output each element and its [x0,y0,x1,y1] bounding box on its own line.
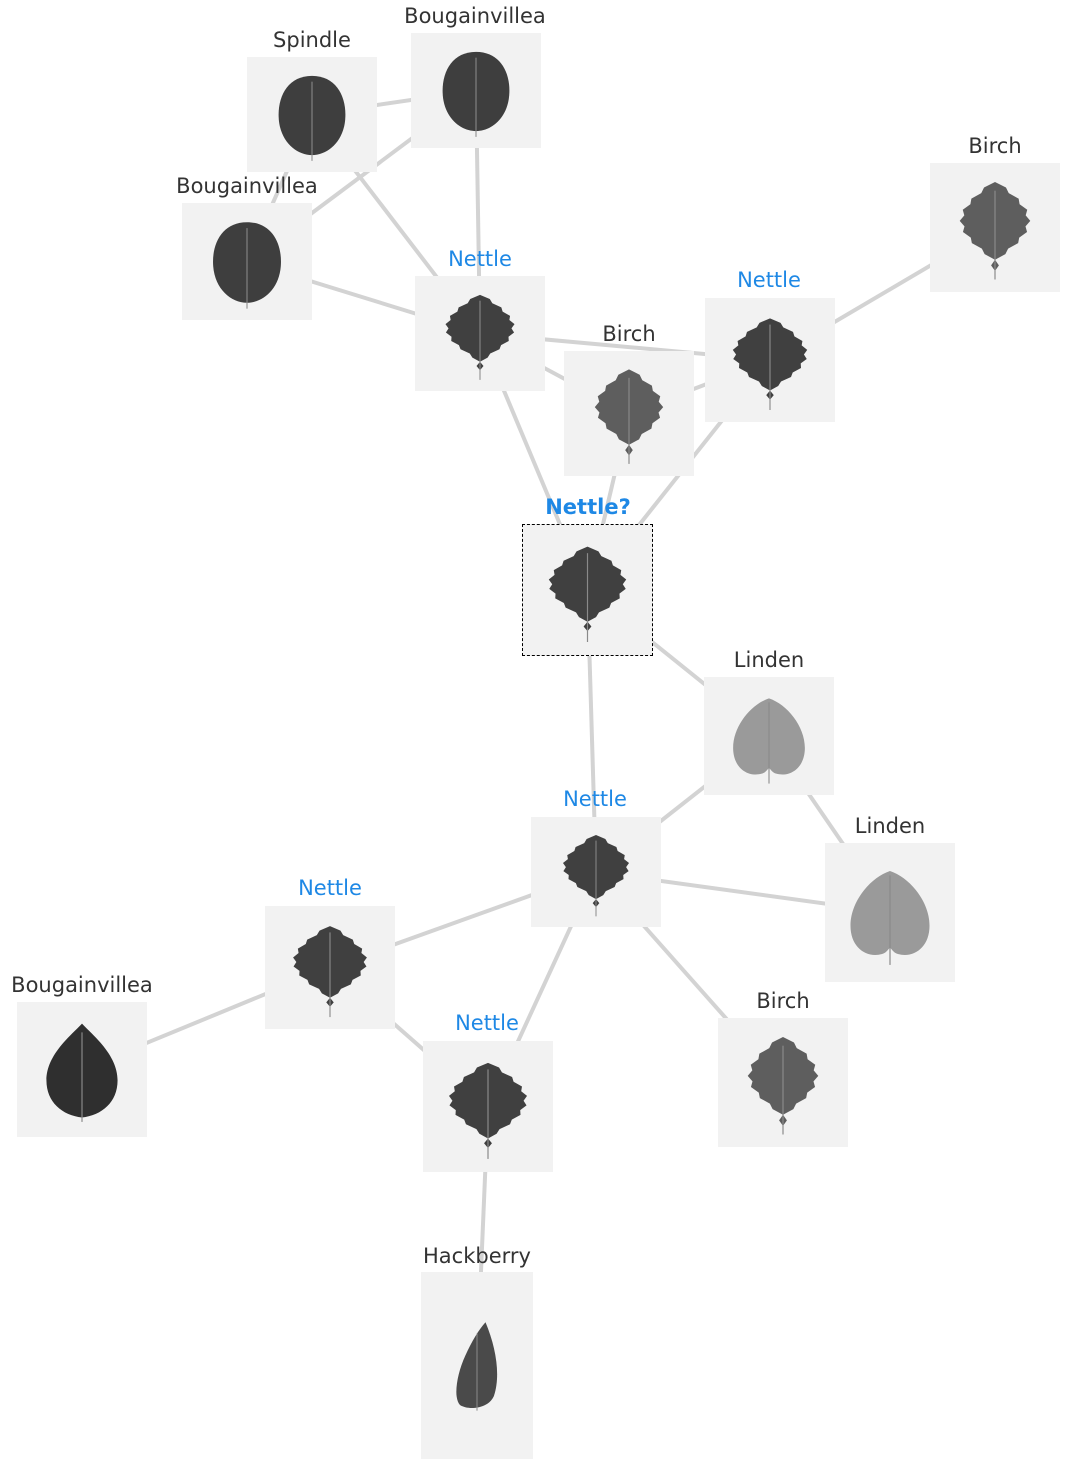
leaf-icon [448,1062,528,1159]
leaf-icon [747,1036,819,1135]
leaf-tile-hackberry-1 [421,1272,533,1459]
leaf-tile-nettle-5 [423,1041,553,1172]
node-label: Bougainvillea [176,174,318,198]
leaf-icon [442,51,510,137]
leaf-icon [213,222,281,309]
node-label: Nettle? [545,495,631,519]
leaf-tile-birch-3 [718,1018,848,1147]
leaf-tile-nettle-4 [265,906,395,1029]
node-label: Birch [602,322,656,346]
leaf-icon [959,181,1031,280]
leaf-icon [278,75,346,161]
node-label: Spindle [273,28,351,52]
leaf-icon [562,835,630,917]
node-label: Nettle [455,1011,519,1035]
node-label: Birch [968,134,1022,158]
leaf-icon [46,1023,118,1122]
leaf-tile-nettle-1 [415,276,545,391]
leaf-tile-linden-2 [825,843,955,982]
node-label: Nettle [298,876,362,900]
leaf-icon [456,1322,498,1411]
node-label: Hackberry [423,1244,531,1268]
leaf-icon [732,318,808,410]
leaf-tile-nettle-3 [531,817,661,927]
node-label: Linden [733,648,805,672]
leaf-icon [594,369,664,464]
node-label: Bougainvillea [11,973,153,997]
leaf-tile-bougainvillea-3 [17,1002,147,1137]
leaf-tile-bougainvillea-1 [411,33,541,148]
node-label: Nettle [448,247,512,271]
leaf-icon [548,546,627,643]
leaf-tile-birch-1 [930,163,1060,292]
node-label: Linden [854,814,926,838]
leaf-tile-linden-1 [704,677,834,795]
leaf-tile-birch-2 [564,351,694,476]
leaf-icon [733,698,805,784]
leaf-icon [850,871,930,965]
leaf-tile-bougainvillea-2 [182,203,312,320]
leaf-tile-query [522,524,653,656]
leaf-tile-spindle-1 [247,57,377,172]
node-label: Birch [756,989,810,1013]
leaf-icon [445,294,515,380]
leaf-tile-nettle-2 [705,298,835,422]
node-label: Bougainvillea [404,4,546,28]
node-label: Nettle [563,787,627,811]
node-label: Nettle [737,268,801,292]
leaf-icon [293,926,367,1018]
